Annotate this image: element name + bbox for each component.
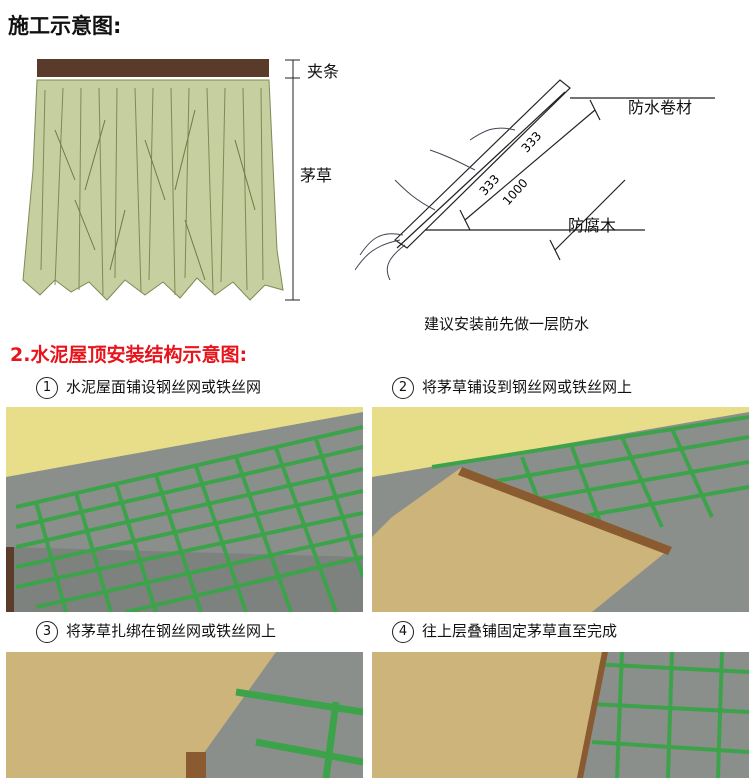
dimension-line [285, 60, 300, 300]
step4-text: 往上层叠铺固定茅草直至完成 [422, 622, 617, 640]
label-clip: 夹条 [307, 58, 339, 82]
construction-title: 施工示意图: [8, 10, 121, 40]
step4-caption: 4 往上层叠铺固定茅草直至完成 [392, 620, 617, 643]
label-wood: 防腐木 [568, 212, 616, 236]
step2-caption: 2 将茅草铺设到钢丝网或铁丝网上 [392, 376, 632, 399]
board [395, 80, 570, 248]
step4-number: 4 [392, 621, 414, 643]
clip-strip [37, 59, 269, 77]
section2-title: 2.水泥屋顶安装结构示意图: [10, 340, 247, 367]
step2-text: 将茅草铺设到钢丝网或铁丝网上 [422, 378, 632, 396]
label-thatch: 茅草 [300, 162, 332, 186]
step3-number: 3 [36, 621, 58, 643]
step3-image [6, 652, 363, 778]
step1-number: 1 [36, 377, 58, 399]
step4-image [372, 652, 749, 778]
step1-caption: 1 水泥屋面铺设钢丝网或铁丝网 [36, 376, 261, 399]
step3-caption: 3 将茅草扎绑在钢丝网或铁丝网上 [36, 620, 276, 643]
step3-text: 将茅草扎绑在钢丝网或铁丝网上 [66, 622, 276, 640]
thatch-strands [23, 80, 283, 300]
step2-number: 2 [392, 377, 414, 399]
step2-image [372, 407, 749, 612]
step1-text: 水泥屋面铺设钢丝网或铁丝网 [66, 378, 261, 396]
label-membrane: 防水卷材 [628, 94, 692, 118]
step1-image [6, 407, 363, 612]
waterproof-note: 建议安装前先做一层防水 [424, 313, 589, 334]
